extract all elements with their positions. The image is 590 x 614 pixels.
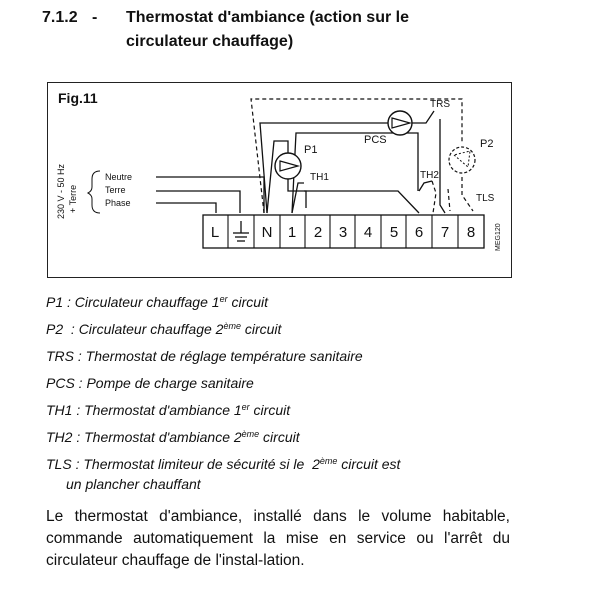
legend-item-th1: TH1 : Thermostat d'ambiance 1er circuit: [46, 397, 526, 424]
th1-bus: [304, 190, 420, 214]
tls-dashed-link: [447, 188, 451, 212]
legend-item-p2: P2 : Circulateur chauffage 2ème circuit: [46, 316, 526, 343]
wire-label-phase: Phase: [105, 198, 131, 208]
earth-symbol-icon: [233, 221, 249, 242]
legend-sep: :: [74, 348, 86, 364]
legend-key: TH2: [46, 429, 73, 445]
legend-sup: ème: [223, 321, 241, 331]
figure-label: Fig.11: [58, 90, 98, 106]
legend-text: Pompe de charge sanitaire: [86, 375, 254, 391]
legend-text: Circulateur chauffage 1: [74, 294, 220, 310]
wire-label-neutre: Neutre: [105, 172, 132, 182]
legend-sep: :: [74, 375, 87, 391]
legend-key: TRS: [46, 348, 74, 364]
supply-earth-label: + Terre: [68, 185, 78, 213]
legend-after: circuit: [227, 294, 269, 310]
legend-after: circuit: [259, 429, 300, 445]
th1-wire: [291, 182, 304, 214]
legend-key: P1: [46, 294, 64, 310]
th2-dashed: [431, 180, 437, 214]
legend-sep: :: [72, 429, 85, 445]
th2-label: TH2: [420, 170, 439, 181]
section-number: 7.1.2 -: [42, 6, 97, 30]
legend-item-p1: P1 : Circulateur chauffage 1er circuit: [46, 289, 526, 316]
legend-text: Thermostat limiteur de sécurité si le 2: [83, 456, 320, 472]
p2-pump-icon: [448, 146, 476, 174]
legend-text: Thermostat de réglage température sanita…: [85, 348, 363, 364]
tls-label: TLS: [476, 193, 495, 204]
p1-pump-icon: [274, 152, 302, 180]
legend-sup: er: [241, 402, 250, 412]
terminal-6: 6: [415, 224, 423, 241]
legend-sup: ème: [319, 456, 338, 466]
legend-text: Circulateur chauffage 2: [78, 321, 224, 337]
section-title-line2: circulateur chauffage): [126, 33, 294, 50]
supply-brace: [86, 170, 101, 214]
th2-wire: [418, 180, 433, 192]
terminal-8: 8: [467, 224, 475, 241]
legend-key: P2: [46, 321, 64, 337]
neutre-wire: [156, 176, 265, 213]
legend-after: circuit: [240, 321, 282, 337]
legend-key: TH1: [46, 402, 73, 418]
legend-text: Thermostat d'ambiance 2: [84, 429, 242, 445]
pcs-neutral-wire: [259, 122, 388, 214]
wire-label-terre: Terre: [105, 185, 126, 195]
p1-label: P1: [304, 144, 317, 156]
legend-item-trs: TRS : Thermostat de réglage température …: [46, 343, 526, 370]
pcs-pump-icon: [387, 110, 413, 136]
terminal-5: 5: [390, 224, 398, 241]
p2-dashed-neutral: [250, 98, 463, 214]
legend-sep: :: [63, 294, 75, 310]
section-dash: -: [92, 9, 98, 26]
legend-item-tls-continuation: un plancher chauffant: [66, 476, 201, 492]
trs-label: TRS: [430, 99, 450, 110]
legend-list: P1 : Circulateur chauffage 1er circuit P…: [46, 289, 526, 494]
terminal-7: 7: [441, 224, 449, 241]
legend-item-th2: TH2 : Thermostat d'ambiance 2ème circuit: [46, 424, 526, 451]
th1-label: TH1: [310, 172, 329, 183]
legend-sep: :: [72, 402, 85, 418]
terminal-block: L ⏚ N 1 2 3 4 5 6 7 8: [202, 214, 485, 249]
legend-text: Thermostat d'ambiance 1: [84, 402, 242, 418]
section-title-line1: Thermostat d'ambiance (action sur le: [126, 9, 409, 26]
reference-code: MEG120: [495, 223, 502, 251]
wiring-diagram-svg: Fig.11 230 V - 50 Hz + Terre Neutre Terr…: [56, 90, 502, 251]
p2-dashed-tls: [461, 177, 474, 212]
supply-voltage-label: 230 V - 50 Hz: [56, 163, 66, 219]
legend-key: TLS: [46, 456, 72, 472]
p1-wire-n: [266, 140, 289, 214]
terre-wire: [156, 190, 241, 213]
legend-sep: :: [63, 321, 79, 337]
pcs-trs-wire: [412, 110, 435, 124]
terminal-4: 4: [364, 224, 372, 241]
legend-after: circuit est: [337, 456, 401, 472]
terminal-N: N: [262, 224, 273, 241]
legend-item-pcs: PCS : Pompe de charge sanitaire: [46, 370, 526, 397]
section-number-text: 7.1.2: [42, 9, 78, 26]
terminal-2: 2: [314, 224, 322, 241]
trs-to-terminal7: [439, 119, 446, 214]
legend-after: circuit: [249, 402, 291, 418]
legend-sep: :: [71, 456, 84, 472]
p2-label: P2: [480, 138, 493, 150]
body-paragraph: Le thermostat d'ambiance, installé dans …: [46, 508, 510, 569]
legend-sup: ème: [241, 429, 260, 439]
terminal-3: 3: [339, 224, 347, 241]
phase-wire: [156, 202, 217, 213]
legend-item-tls: TLS : Thermostat limiteur de sécurité si…: [46, 451, 526, 478]
legend-sup: er: [219, 294, 228, 304]
terminal-L: L: [211, 224, 219, 241]
terminal-1: 1: [288, 224, 296, 241]
legend-key: PCS: [46, 375, 75, 391]
pcs-label: PCS: [364, 134, 387, 146]
wiring-diagram: Fig.11 230 V - 50 Hz + Terre Neutre Terr…: [47, 82, 512, 278]
